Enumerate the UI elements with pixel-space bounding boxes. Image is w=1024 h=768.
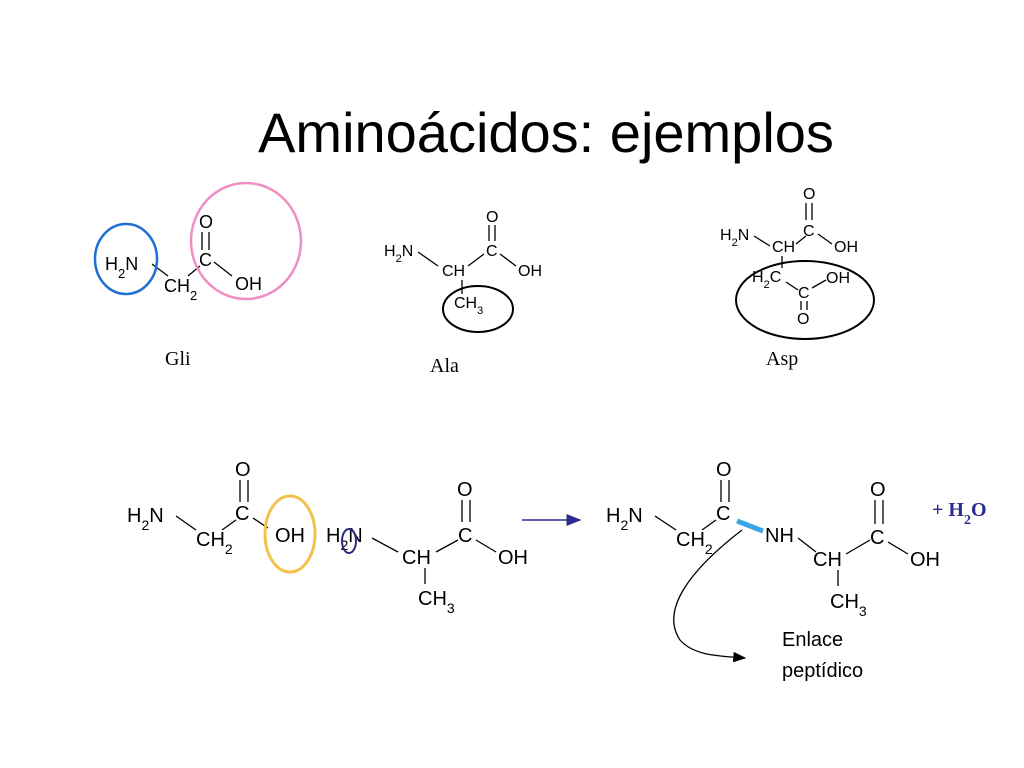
annotation-line-2: peptídico — [782, 660, 863, 682]
asp-methine: CH — [772, 239, 795, 256]
r2-hydroxyl: OH — [498, 547, 528, 569]
peptide-bond-pointer — [673, 529, 747, 663]
r1-hydroxyl-highlight — [263, 494, 317, 574]
asp-carbonyl-o: O — [803, 186, 815, 203]
gli-carbon: C — [199, 250, 212, 270]
r1-methylene: CH2 — [196, 529, 233, 557]
reactant-alanine: H2N CH C O OH CH3 — [326, 479, 528, 616]
r2-methyl: CH3 — [418, 588, 455, 616]
r1-amine: H2N — [127, 505, 164, 533]
gli-bond-n-c — [151, 263, 169, 277]
ala-methyl: CH3 — [454, 295, 483, 317]
p-hydroxyl: OH — [910, 549, 940, 571]
ala-carbonyl-o: O — [486, 209, 498, 226]
r1-hydroxyl: OH — [275, 525, 305, 547]
gli-hydroxyl: OH — [235, 274, 262, 294]
r1-carbonyl-o: O — [235, 459, 251, 481]
p-methyl: CH3 — [830, 591, 867, 619]
slide-title: Aminoácidos: ejemplos — [258, 101, 834, 164]
p-carbonyl-o: O — [716, 459, 732, 481]
ala-hydroxyl: OH — [518, 263, 542, 280]
r2-carbonyl-o: O — [457, 479, 473, 501]
asp-side-hydroxyl: OH — [826, 270, 850, 287]
gli-carboxyl-highlight — [189, 181, 303, 301]
p-methylene: CH2 — [676, 529, 713, 557]
water-byproduct: + H2O — [932, 499, 987, 528]
r2-hydrogen-highlight — [341, 528, 357, 554]
asp-amine: H2N — [720, 227, 749, 249]
peptide-bond — [736, 518, 764, 534]
r2-methine: CH — [402, 547, 431, 569]
aspartate-structure: H2N CH C O OH H2C C OH O Asp — [720, 186, 875, 370]
asp-name: Asp — [766, 348, 798, 370]
glycine-structure: H2N CH2 C O OH Gli — [93, 181, 303, 370]
ala-amine: H2N — [384, 243, 413, 265]
asp-carbon: C — [803, 223, 815, 240]
gli-amine-highlight — [93, 222, 159, 296]
reactant-glycine: H2N CH2 C O OH — [127, 459, 317, 574]
p-amine: H2N — [606, 505, 643, 533]
gli-name: Gli — [165, 348, 191, 370]
gli-amine: H2N — [105, 254, 138, 281]
alanine-structure: H2N CH C O OH CH3 Ala — [384, 209, 542, 377]
asp-hydroxyl: OH — [834, 239, 858, 256]
p-carbonyl-o-2: O — [870, 479, 886, 501]
ala-methine: CH — [442, 263, 465, 280]
p-methine: CH — [813, 549, 842, 571]
ala-name: Ala — [430, 355, 459, 377]
asp-side-carbon: C — [798, 285, 810, 302]
product-dipeptide: H2N CH2 C O NH CH C O OH CH3 — [606, 459, 940, 619]
gli-methylene: CH2 — [164, 276, 197, 303]
r1-carbon: C — [235, 503, 249, 525]
r2-carbon: C — [458, 525, 472, 547]
ala-carbon: C — [486, 243, 498, 260]
asp-side-methylene: H2C — [752, 269, 781, 291]
annotation-line-1: Enlace — [782, 629, 843, 651]
asp-side-carbonyl-o: O — [797, 311, 809, 328]
p-amide-nh: NH — [765, 525, 794, 547]
asp-side-chain-highlight — [735, 260, 875, 340]
gli-carbonyl-o: O — [199, 212, 213, 232]
ala-side-chain-highlight — [442, 285, 514, 333]
p-carbon: C — [716, 503, 730, 525]
p-carbon-2: C — [870, 527, 884, 549]
